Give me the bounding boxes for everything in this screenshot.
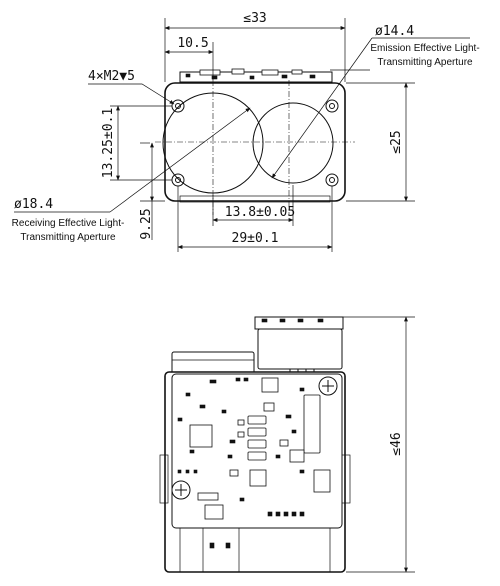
dim-base-height: 9.25 <box>139 208 154 239</box>
dim-lens-offset: 10.5 <box>177 36 208 51</box>
top-connector-strip <box>179 68 333 83</box>
dim-hole-spacing-v: 13.25±0.1 <box>101 108 116 178</box>
dim-width-total: ≤33 <box>243 11 266 26</box>
emit-caption-line1: Emission Effective Light- <box>370 43 479 54</box>
side-view: ≤46 <box>159 316 415 573</box>
recv-caption-line1: Receiving Effective Light- <box>12 218 125 229</box>
dim-height-total: ≤25 <box>389 130 404 153</box>
recv-caption-line2: Transmitting Aperture <box>20 232 116 243</box>
dim-lens-spacing: 13.8±0.05 <box>225 205 295 220</box>
receiving-lens <box>162 92 264 194</box>
dim-emit-diameter: ø14.4 <box>375 24 414 39</box>
dim-mount-holes: 4×M2▼5 <box>88 69 135 84</box>
pcb-components <box>177 377 331 520</box>
side-connector <box>254 316 344 378</box>
emission-lens <box>252 102 334 184</box>
pcb-screws <box>171 376 338 500</box>
dim-hole-spacing-h: 29±0.1 <box>232 231 279 246</box>
top-view: ≤33 10.5 4×M2▼5 ø14.4 Emission Effective… <box>12 11 480 252</box>
emit-caption-line2: Transmitting Aperture <box>377 57 473 68</box>
dim-recv-diameter: ø18.4 <box>14 197 53 212</box>
dim-side-height-total: ≤46 <box>389 432 404 455</box>
